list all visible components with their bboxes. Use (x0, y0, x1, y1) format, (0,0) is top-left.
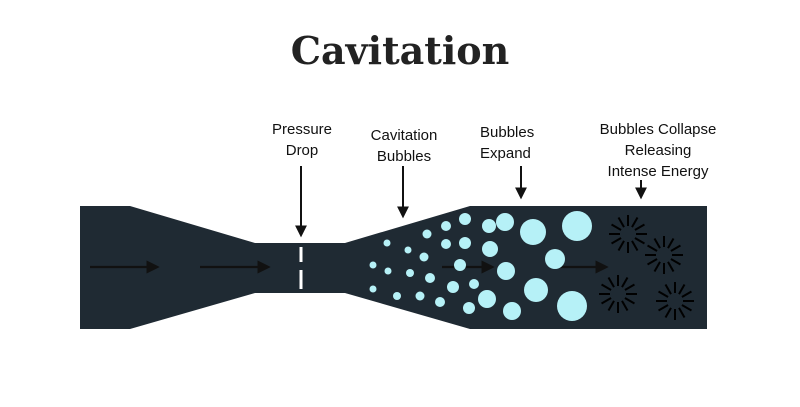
bubble (557, 291, 587, 321)
burst-ray (653, 238, 661, 249)
bubble (419, 252, 429, 262)
burst-ray (678, 307, 686, 318)
burst-ray (634, 223, 645, 231)
label-cavitation-bubbles-line-2: Bubbles (376, 148, 432, 165)
collapse-burst (645, 236, 683, 274)
bubble (406, 269, 414, 277)
burst-ray (647, 258, 658, 266)
collapse-bursts (599, 215, 694, 320)
label-bubbles-expand-line-2: Expand (480, 145, 531, 162)
bubble (404, 246, 412, 254)
burst-ray (653, 261, 661, 272)
burst-ray (631, 240, 639, 251)
label-cavitation-bubbles-line-1: Cavitation (370, 127, 438, 144)
bubble (369, 285, 377, 293)
burst-ray (681, 304, 692, 312)
bubble (545, 249, 565, 269)
bubble (520, 219, 546, 245)
callout-arrows (295, 166, 647, 238)
bubble (435, 297, 445, 307)
label-bubbles-collapse-line-1: Bubbles Collapse (599, 121, 717, 138)
burst-ray (601, 297, 612, 305)
bubbles-group (369, 211, 592, 321)
bubble (393, 292, 401, 300)
burst-ray (667, 261, 675, 272)
collapse-burst (656, 282, 694, 320)
label-bubbles-collapse: Bubbles Collapse Releasing Intense Energ… (582, 119, 734, 182)
burst-ray (658, 304, 669, 312)
burst-ray (664, 307, 672, 318)
burst-ray (681, 290, 692, 298)
bubble (383, 239, 391, 247)
burst-ray (647, 244, 658, 252)
bubble (369, 261, 377, 269)
bubble (469, 279, 479, 289)
burst-ray (678, 284, 686, 295)
bubble (454, 259, 466, 271)
burst-ray (624, 297, 635, 305)
bubble (482, 241, 498, 257)
diagram-title: Cavitation (290, 28, 510, 73)
label-pressure-drop: Pressure Drop (262, 119, 342, 161)
collapse-burst (599, 275, 637, 313)
bubble (503, 302, 521, 320)
venturi-pipe (80, 206, 707, 329)
burst-ray (621, 277, 629, 288)
bubble (562, 211, 592, 241)
label-bubbles-collapse-line-2: Releasing (624, 142, 692, 159)
burst-ray (611, 237, 622, 245)
label-cavitation-bubbles: Cavitation Bubbles (358, 125, 450, 167)
burst-ray (664, 284, 672, 295)
bubble (496, 213, 514, 231)
bubble (463, 302, 475, 314)
burst-ray (670, 258, 681, 266)
burst-ray (607, 277, 615, 288)
bubble (422, 229, 432, 239)
bubble (441, 239, 451, 249)
burst-ray (667, 238, 675, 249)
bubble (459, 213, 471, 225)
bubble (441, 221, 451, 231)
bubble (478, 290, 496, 308)
bubble (524, 278, 548, 302)
burst-ray (631, 217, 639, 228)
burst-ray (607, 300, 615, 311)
collapse-burst (609, 215, 647, 253)
burst-ray (634, 237, 645, 245)
bubble (459, 237, 471, 249)
burst-ray (601, 283, 612, 291)
label-bubbles-collapse-line-3: Intense Energy (607, 163, 709, 180)
bubble (384, 267, 392, 275)
burst-ray (624, 283, 635, 291)
burst-ray (658, 290, 669, 298)
bubble (482, 219, 496, 233)
burst-ray (617, 240, 625, 251)
label-pressure-drop-line-2: Drop (285, 142, 319, 159)
bubble (447, 281, 459, 293)
burst-ray (617, 217, 625, 228)
bubble (425, 273, 435, 283)
burst-ray (621, 300, 629, 311)
bubble (497, 262, 515, 280)
bubble (415, 291, 425, 301)
burst-ray (611, 223, 622, 231)
label-bubbles-expand: Bubbles Expand (480, 122, 552, 164)
label-pressure-drop-line-1: Pressure (271, 121, 333, 138)
burst-ray (670, 244, 681, 252)
label-bubbles-expand-line-1: Bubbles (480, 124, 535, 141)
